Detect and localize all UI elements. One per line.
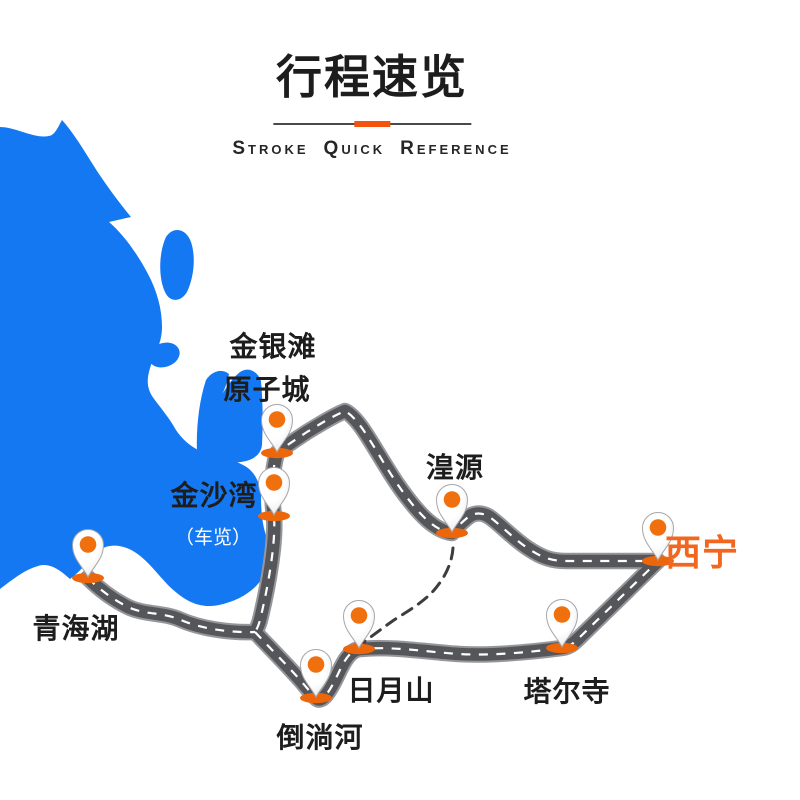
lake-main-body — [0, 120, 269, 607]
map-pin-icon-jinyintan-yuanzicheng — [260, 404, 294, 459]
map-pin-icon-taersi — [545, 599, 579, 654]
station-label-riyueshan: 日月山 — [347, 675, 435, 706]
station-label-daotanghe: 倒淌河 — [276, 722, 364, 753]
title-block: 行程速览 Stroke Quick Reference — [232, 52, 511, 160]
station-label-qinghai-lake: 青海湖 — [32, 613, 120, 644]
station-note-jinshawan: （车览） — [174, 527, 252, 549]
map-pin-icon-jinshawan — [257, 467, 291, 522]
lake-islet-long — [160, 229, 194, 300]
page-subtitle: Stroke Quick Reference — [232, 137, 512, 160]
subtitle-word: Reference — [400, 137, 512, 159]
subtitle-word: Stroke — [232, 137, 309, 159]
lake-islet-round — [148, 342, 180, 368]
page-title: 行程速览 — [276, 51, 468, 103]
station-label-jinyintan: 金银滩 — [229, 331, 317, 362]
lake-peninsula — [196, 369, 263, 463]
station-label-taersi: 塔尔寺 — [523, 676, 611, 707]
station-label-huangyuan: 湟源 — [425, 452, 485, 483]
subtitle-word: Quick — [323, 137, 386, 159]
title-divider — [273, 120, 471, 127]
divider-accent-bar — [354, 120, 390, 127]
station-label-yuanzicheng: 原子城 — [223, 374, 311, 405]
station-label-xining: 西宁 — [664, 532, 740, 573]
map-pin-icon-riyueshan — [342, 600, 376, 655]
map-pin-icon-daotanghe — [299, 649, 333, 704]
station-label-jinshawan: 金沙湾 — [170, 480, 258, 511]
qinghai-lake-shape — [0, 120, 269, 607]
map-pin-icon-qinghai-lake — [71, 529, 105, 584]
map-pin-icon-huangyuan — [435, 484, 469, 539]
route-dashed-connector — [362, 546, 455, 644]
